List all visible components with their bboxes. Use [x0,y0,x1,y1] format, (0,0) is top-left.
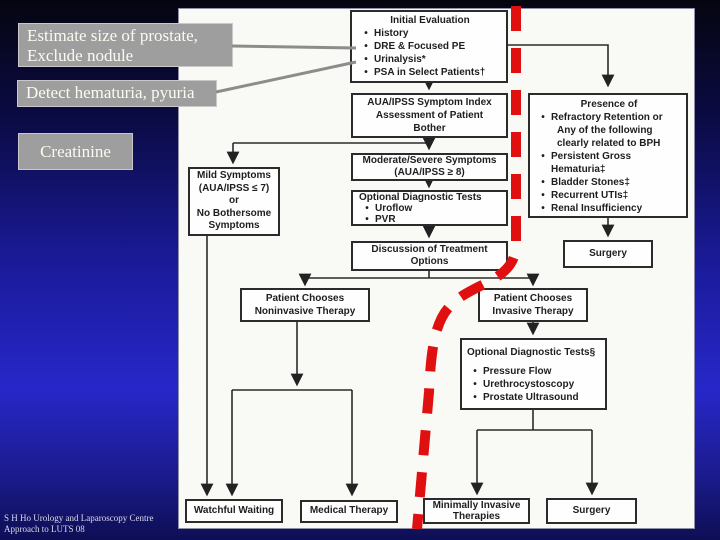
presence-title: Presence of [580,99,638,110]
callout-detect-hematuria: Detect hematuria, pyuria [17,80,217,107]
box-optional-tests-2: Optional Diagnostic Tests§ Pressure Flow… [460,338,607,410]
moderate-severe-line: (AUA/IPSS ≥ 8) [394,167,465,178]
optional-tests-2-item: Urethrocystoscopy [467,378,603,391]
minimally-invasive-label: Minimally Invasive Therapies [432,500,521,522]
moderate-severe-line: Moderate/Severe Symptoms [362,155,497,166]
surgery-lower-label: Surgery [572,504,611,516]
box-surgery-upper: Surgery [563,240,653,268]
presence-text: Recurrent UTIs‡ [551,190,629,201]
footer-line-1: S H Ho Urology and Laparoscopy Centre [4,513,154,523]
box-moderate-severe: Moderate/Severe Symptoms (AUA/IPSS ≥ 8) [351,153,508,181]
box-symptom-index: AUA/IPSS Symptom Index Assessment of Pat… [351,93,508,138]
mild-symptoms-line: or [229,195,239,207]
mild-symptoms-line: No Bothersome Symptoms [196,207,272,232]
initial-item: Urinalysis* [358,53,502,66]
initial-item: DRE & Focused PE [358,40,502,53]
box-mild-symptoms: Mild Symptoms (AUA/IPSS ≤ 7) or No Bothe… [188,167,280,236]
symptom-index-line: Bother [413,123,446,134]
optional-tests-1-text: Uroflow [375,202,413,214]
initial-item-text: PSA in Select Patients† [374,67,486,78]
box-watchful-waiting: Watchful Waiting [185,499,283,523]
footer: S H Ho Urology and Laparoscopy Centre Ap… [4,513,153,534]
initial-item: History [358,27,502,40]
optional-tests-2-title: Optional Diagnostic Tests§ [467,347,596,358]
surgery-upper-label: Surgery [589,247,627,259]
initial-item: PSA in Select Patients† [358,66,502,79]
initial-item-text: History [374,28,409,39]
box-surgery-lower: Surgery [546,498,637,524]
optional-tests-1-item: PVR [359,213,504,226]
mild-symptoms-line: (AUA/IPSS ≤ 7) [198,182,270,194]
callout-creatinine: Creatinine [18,133,133,170]
presence-item: Recurrent UTIs‡ [535,189,683,202]
box-medical-therapy: Medical Therapy [300,500,398,523]
presence-item: Bladder Stones‡ [535,176,683,189]
box-optional-tests-1: Optional Diagnostic Tests Uroflow PVR [351,190,508,226]
symptom-index-line: Assessment of Patient [375,110,484,121]
presence-text: Refractory Retention or [551,112,663,123]
initial-item-text: DRE & Focused PE [374,41,466,52]
box-discussion: Discussion of Treatment Options [351,241,508,271]
presence-item: Renal Insufficiency [535,202,683,215]
patient-noninvasive-label: Patient Chooses Noninvasive Therapy [254,293,356,317]
initial-item-text: Urinalysis* [374,54,426,65]
presence-text: Renal Insufficiency [551,203,643,214]
mild-symptoms-line: Mild Symptoms [197,170,271,182]
discussion-label: Discussion of Treatment Options [371,243,488,268]
symptom-index-line: AUA/IPSS Symptom Index [367,97,492,108]
presence-item: Persistent Gross Hematuria‡ [535,150,683,176]
footer-line-2: Approach to LUTS 08 [4,523,85,534]
optional-tests-1-text: PVR [375,213,396,225]
box-minimally-invasive: Minimally Invasive Therapies [423,498,530,524]
presence-item: Refractory Retention or [535,111,683,124]
medical-therapy-label: Medical Therapy [309,505,389,517]
box-patient-invasive: Patient Chooses Invasive Therapy [478,288,588,322]
watchful-waiting-label: Watchful Waiting [193,504,275,516]
box-patient-noninvasive: Patient Chooses Noninvasive Therapy [240,288,370,322]
presence-continuation: Any of the following [557,125,653,136]
optional-tests-2-item: Prostate Ultrasound [467,391,603,404]
optional-tests-2-text: Pressure Flow [483,366,552,377]
initial-evaluation-title: Initial Evaluation [390,15,470,26]
presence-text: Bladder Stones‡ [551,177,630,188]
optional-tests-2-text: Urethrocystoscopy [483,379,575,390]
presence-continuation: clearly related to BPH [557,138,661,149]
callout-estimate-prostate: Estimate size of prostate, Exclude nodul… [18,23,233,67]
box-presence-of: Presence of Refractory Retention or Any … [528,93,688,218]
patient-invasive-label: Patient Chooses Invasive Therapy [492,293,574,317]
box-initial-evaluation: Initial Evaluation History DRE & Focused… [350,10,508,83]
presence-text: Persistent Gross Hematuria‡ [551,151,632,175]
optional-tests-2-text: Prostate Ultrasound [483,392,579,403]
optional-tests-1-item: Uroflow [359,202,504,215]
optional-tests-2-item: Pressure Flow [467,365,603,378]
